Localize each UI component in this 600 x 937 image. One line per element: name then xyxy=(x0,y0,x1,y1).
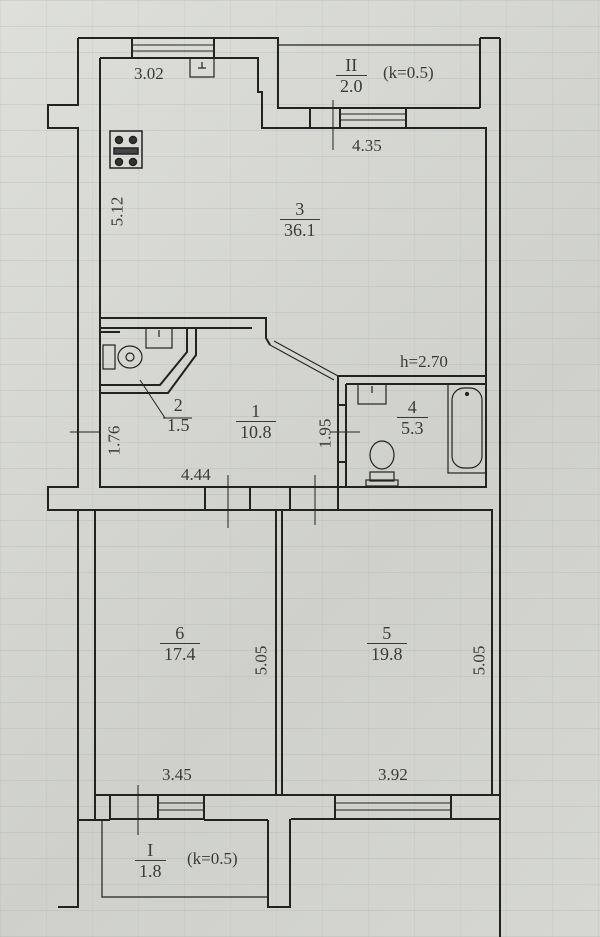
dim-room6-bottom: 3.45 xyxy=(162,765,192,784)
balcony-top-coefficient: (k=0.5) xyxy=(383,63,434,82)
dim-kitchen-right-top: 4.35 xyxy=(352,136,382,155)
balcony-top-label: II 2.0 xyxy=(336,56,367,96)
bath-sink-icon xyxy=(357,383,387,405)
dim-room5-right: 5.05 xyxy=(469,645,489,676)
kitchen-sink-icon xyxy=(189,57,215,78)
room-1-label: 1 10.8 xyxy=(236,402,276,442)
room-3-label: 3 36.1 xyxy=(280,200,320,240)
dim-room5-bottom: 3.92 xyxy=(378,765,408,784)
stove-icon xyxy=(109,130,143,169)
balcony-bottom-label: I 1.8 xyxy=(135,841,166,881)
wc-toilet-icon xyxy=(102,344,143,370)
dim-hall-bottom: 4.44 xyxy=(181,465,211,484)
room-5-label: 5 19.8 xyxy=(367,624,407,664)
ceiling-height-label: h=2.70 xyxy=(400,352,448,371)
room-6-label: 6 17.4 xyxy=(160,624,200,664)
balcony-bottom-coefficient: (k=0.5) xyxy=(187,849,238,868)
room-4-label: 4 5.3 xyxy=(397,398,428,438)
dim-kitchen-top: 3.02 xyxy=(134,64,164,83)
wc-sink-icon xyxy=(145,327,173,349)
room-2-label: 2 1.5 xyxy=(167,395,190,435)
bathtub-icon xyxy=(447,383,487,474)
dim-hall-left: 1.76 xyxy=(104,425,124,456)
dim-room6-right: 5.05 xyxy=(251,645,271,676)
dim-hall-right: 1.95 xyxy=(315,418,335,449)
dim-kitchen-left: 5.12 xyxy=(107,196,127,227)
bath-toilet-icon xyxy=(365,440,399,487)
